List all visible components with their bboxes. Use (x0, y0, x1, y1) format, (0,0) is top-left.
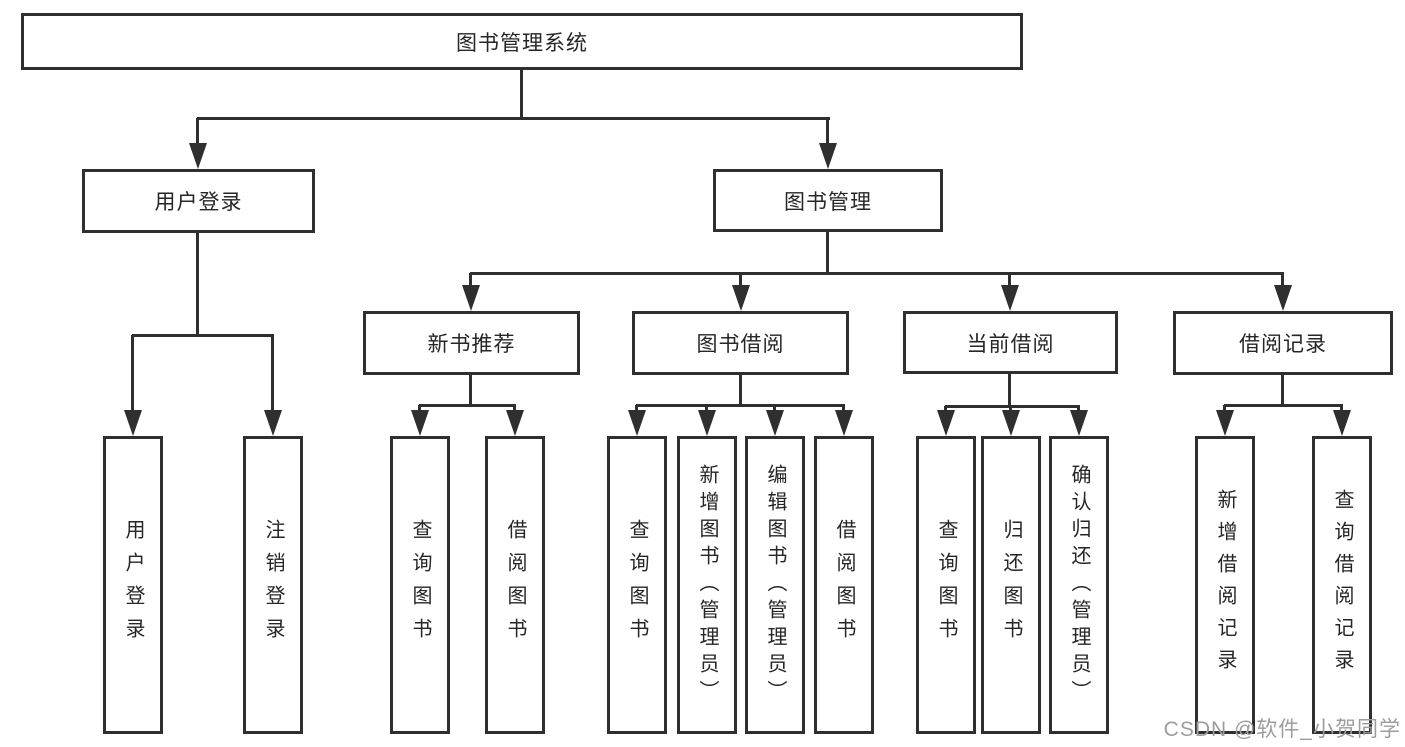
connector-vline (513, 405, 516, 411)
connector-vline (635, 405, 638, 411)
connector-vline (842, 405, 845, 411)
arrow-down (124, 410, 142, 436)
node-current-borrow: 当前借阅 (903, 311, 1118, 374)
arrow-down (1001, 285, 1019, 311)
arrow-down (189, 143, 207, 169)
arrow-down (937, 410, 955, 436)
node-new-book-recommend: 新书推荐 (363, 311, 580, 375)
node-book-management: 图书管理 (713, 169, 943, 232)
leaf-label: 借阅图书 (504, 519, 526, 651)
arrow-down (766, 410, 784, 436)
connector-vline (773, 405, 776, 411)
arrow-down (1002, 410, 1020, 436)
node-borrow-records: 借阅记录 (1173, 311, 1393, 375)
node-root-library-system: 图书管理系统 (21, 13, 1023, 70)
leaf-confirm-return-admin: 确认归还（管理员） (1049, 436, 1109, 734)
connector-vline (1340, 405, 1343, 411)
leaf-label: 确认归还（管理员） (1068, 463, 1090, 707)
leaf-label: 新增借阅记录 (1214, 489, 1236, 681)
leaf-label: 用户登录 (122, 519, 144, 651)
leaf-logout: 注销登录 (243, 436, 303, 734)
arrow-down (411, 410, 429, 436)
leaf-label: 注销登录 (262, 519, 284, 651)
node-label: 图书管理 (784, 190, 872, 214)
connector-vline (739, 273, 742, 285)
arrow-down (1216, 410, 1234, 436)
watermark: CSDN @软件_小贺同学 (1163, 718, 1401, 741)
leaf-add-borrow-record: 新增借阅记录 (1195, 436, 1255, 734)
arrow-down (506, 410, 524, 436)
connector-hline (470, 272, 1284, 275)
leaf-query-books-borrow: 查询图书 (607, 436, 667, 734)
leaf-query-books-current: 查询图书 (916, 436, 976, 734)
leaf-return-books: 归还图书 (981, 436, 1041, 734)
connector-hline (132, 334, 274, 337)
connector-vline (1077, 406, 1080, 411)
node-label: 图书管理系统 (456, 31, 588, 55)
connector-hline (197, 117, 830, 120)
node-label: 当前借阅 (966, 332, 1055, 356)
connector-vline (131, 335, 134, 410)
connector-vline (520, 70, 523, 118)
arrow-down (1070, 410, 1088, 436)
leaf-label: 查询图书 (409, 519, 431, 651)
connector-vline (944, 406, 947, 411)
connector-vline (196, 233, 199, 335)
connector-vline (469, 273, 472, 285)
leaf-label: 查询图书 (626, 519, 648, 651)
leaf-add-books-admin: 新增图书（管理员） (677, 436, 737, 734)
leaf-borrow-books-recommend: 借阅图书 (485, 436, 545, 734)
connector-vline (418, 405, 421, 411)
node-label: 图书借阅 (696, 333, 785, 356)
leaf-label: 查询图书 (935, 519, 957, 651)
connector-vline (1008, 373, 1011, 407)
arrow-down (732, 285, 750, 311)
leaf-edit-books-admin: 编辑图书（管理员） (745, 436, 805, 734)
leaf-user-login: 用户登录 (103, 436, 163, 734)
arrow-down (1333, 410, 1351, 436)
node-label: 新书推荐 (427, 333, 516, 356)
connector-vline (196, 118, 199, 143)
connector-hline (945, 405, 1080, 408)
arrow-down (1274, 285, 1292, 311)
connector-hline (419, 404, 516, 407)
connector-vline (705, 405, 708, 411)
leaf-query-borrow-record: 查询借阅记录 (1312, 436, 1372, 734)
connector-vline (1009, 406, 1012, 411)
arrow-down (835, 410, 853, 436)
arrow-down (698, 410, 716, 436)
connector-vline (1281, 273, 1284, 285)
leaf-borrow-books: 借阅图书 (814, 436, 874, 734)
connector-hline (636, 404, 845, 407)
connector-vline (826, 232, 829, 273)
connector-vline (1281, 374, 1284, 405)
connector-vline (271, 335, 274, 410)
connector-vline (1223, 405, 1226, 411)
node-label: 用户登录 (154, 191, 243, 214)
node-book-borrow: 图书借阅 (632, 311, 849, 375)
leaf-label: 借阅图书 (833, 519, 855, 651)
arrow-down (264, 410, 282, 436)
node-user-login: 用户登录 (82, 169, 315, 233)
connector-vline (739, 374, 742, 405)
arrow-down (819, 143, 837, 169)
leaf-label: 归还图书 (1000, 519, 1022, 651)
node-label: 借阅记录 (1239, 333, 1327, 356)
connector-hline (1224, 404, 1343, 407)
leaf-label: 新增图书（管理员） (696, 463, 718, 707)
leaf-label: 查询借阅记录 (1331, 489, 1353, 681)
connector-vline (469, 374, 472, 405)
arrow-down (628, 410, 646, 436)
connector-vline (826, 118, 829, 143)
leaf-label: 编辑图书（管理员） (764, 463, 786, 707)
connector-vline (1008, 273, 1011, 285)
leaf-query-books-recommend: 查询图书 (390, 436, 450, 734)
arrow-down (462, 285, 480, 311)
